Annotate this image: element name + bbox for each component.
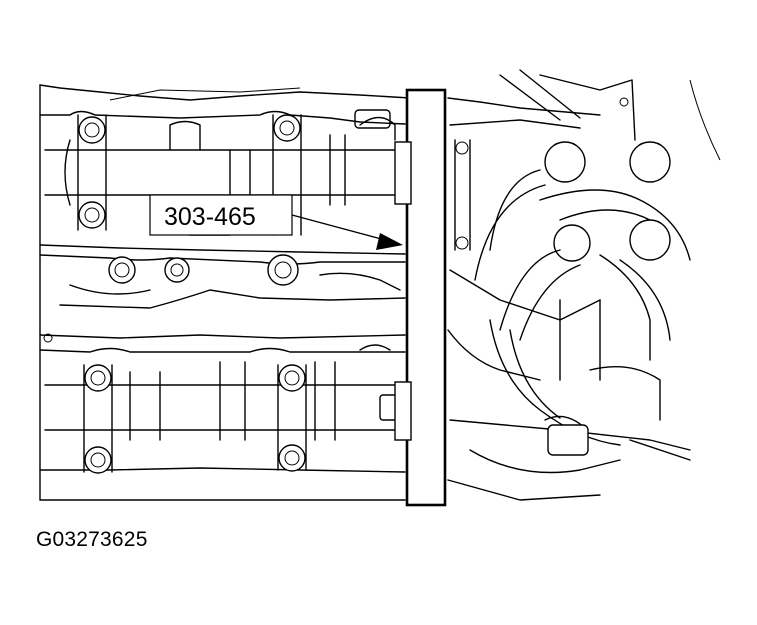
- front-cover-area: [447, 69, 721, 501]
- figure-id: G03273625: [36, 528, 148, 551]
- lower-cam-cap-bolts: [83, 364, 307, 474]
- wiring-harness: [474, 141, 691, 461]
- middle-bolts: [43, 254, 401, 343]
- callout-label: 303-465: [164, 203, 256, 231]
- alignment-tool-plate: [394, 88, 447, 507]
- leader-line: [291, 214, 386, 241]
- lower-camshaft: [44, 344, 406, 441]
- callout-box: [149, 194, 293, 236]
- leader-arrowhead: [376, 233, 403, 250]
- upper-cam-cap-bolts: [77, 114, 302, 236]
- tool-callout: 303-465: [149, 194, 403, 250]
